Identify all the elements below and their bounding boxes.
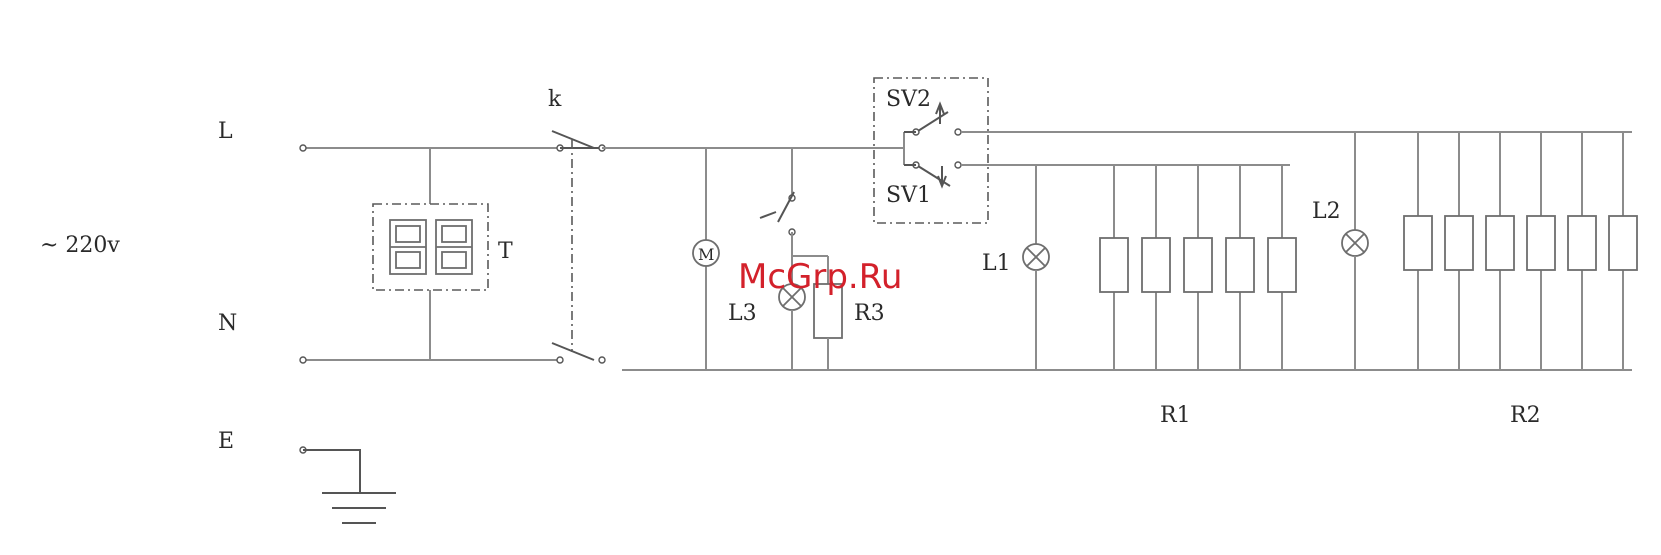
lamp-l2-branch xyxy=(1342,132,1368,370)
line-terminal-label: L xyxy=(218,119,233,144)
resistor-r2-3 xyxy=(1486,216,1514,270)
resistor-r2-5 xyxy=(1568,216,1596,270)
resistor-bank-r2 xyxy=(1404,132,1637,370)
lamp-l2-label: L2 xyxy=(1312,199,1341,224)
resistor-r3-label: R3 xyxy=(854,301,885,326)
earth-terminal-label: E xyxy=(218,429,234,454)
resistor-bank-r1 xyxy=(1100,165,1296,370)
neutral-terminal-label: N xyxy=(218,311,237,336)
lamp-l1-label: L1 xyxy=(982,251,1011,276)
resistor-r1-1 xyxy=(1100,238,1128,292)
line-input-wire xyxy=(300,145,563,151)
thermostat-display xyxy=(373,148,488,360)
switch-k-label: k xyxy=(548,87,562,112)
resistor-r2-1 xyxy=(1404,216,1432,270)
resistor-r1-4 xyxy=(1226,238,1254,292)
motor-branch: M xyxy=(693,148,719,370)
thermostat-label: T xyxy=(498,239,513,264)
resistor-r1-5 xyxy=(1268,238,1296,292)
resistor-r1-3 xyxy=(1184,238,1212,292)
supply-voltage-label: ~ 220v xyxy=(40,233,120,258)
resistor-r2-6 xyxy=(1609,216,1637,270)
motor-letter: M xyxy=(698,245,714,264)
neutral-input-wire xyxy=(300,357,563,363)
resistor-r2-2 xyxy=(1445,216,1473,270)
earth-ground-symbol xyxy=(300,447,396,523)
resistor-bank-r2-label: R2 xyxy=(1510,403,1541,428)
resistor-r1-2 xyxy=(1142,238,1170,292)
selector-sv1-label: SV1 xyxy=(886,183,931,208)
selector-sv2-label: SV2 xyxy=(886,87,931,112)
watermark-text: McGrp.Ru xyxy=(738,257,902,297)
resistor-bank-r1-label: R1 xyxy=(1160,403,1191,428)
resistor-r2-4 xyxy=(1527,216,1555,270)
main-switch-k xyxy=(552,131,605,363)
lamp-l1-branch xyxy=(1023,165,1049,370)
lamp-l3-label: L3 xyxy=(728,301,757,326)
